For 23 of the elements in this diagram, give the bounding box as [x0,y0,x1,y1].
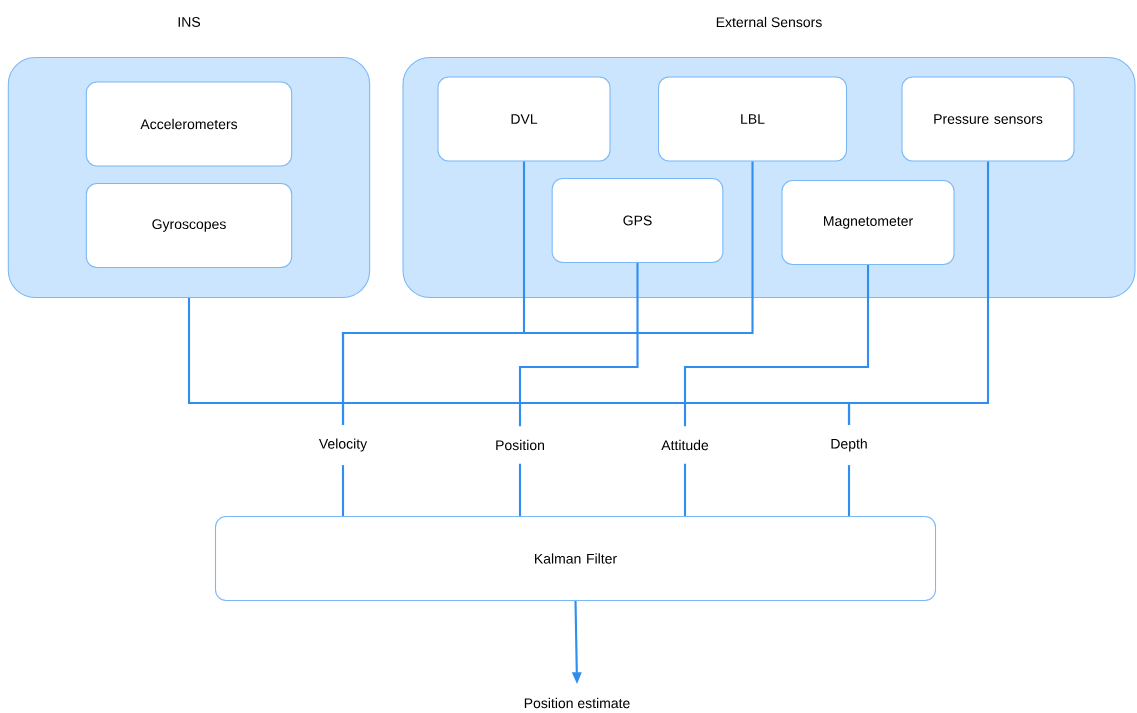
process-box: Kalman Filter [214,515,937,602]
sensor-box: GPS [551,177,724,264]
sensor-box: DVL [437,76,611,162]
sensor-box: Magnetometer [781,179,955,266]
connector-line [341,465,345,516]
connector-line [518,463,522,516]
connector-line [341,161,754,425]
signal-label: Depth [831,438,867,452]
connector-line [847,161,990,425]
connector-line [683,265,870,427]
panel-heading: INS [178,17,201,27]
connector-line [847,465,851,516]
output-label: Position estimate [524,697,630,709]
connector-line [683,463,687,516]
signal-label: Velocity [318,438,368,452]
sensor-box: Pressure sensors [901,76,1075,162]
signal-label: Attitude [661,439,709,451]
sensor-box: Gyroscopes [85,182,293,269]
panel-heading: External Sensors [716,16,822,28]
sensor-box: LBL [657,76,848,162]
connector-line [518,263,639,427]
signal-label: Position [496,439,544,451]
sensor-box: Accelerometers [85,81,293,167]
